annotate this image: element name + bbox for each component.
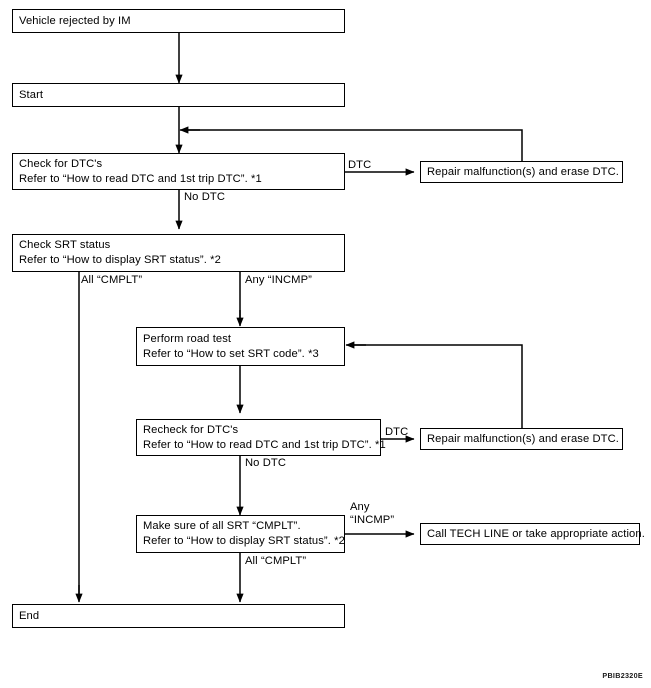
figure-id-code: PBIB2320E <box>602 671 643 680</box>
node-check-srt-status-line1: Check SRT status <box>19 239 111 251</box>
node-check-for-dtc: Check for DTC's Refer to “How to read DT… <box>12 153 345 190</box>
edge-label-all-cmplt-2: All “CMPLT” <box>245 555 307 567</box>
node-end: End <box>12 604 345 628</box>
node-call-tech-line-line1: Call TECH LINE or take appropriate actio… <box>427 527 645 540</box>
node-start-line1: Start <box>19 88 44 101</box>
node-recheck-for-dtc: Recheck for DTC's Refer to “How to read … <box>136 419 386 456</box>
node-vehicle-rejected: Vehicle rejected by IM <box>12 9 345 33</box>
edge-label-no-dtc-2: No DTC <box>245 457 287 469</box>
node-recheck-for-dtc-line1: Recheck for DTC's <box>143 423 239 436</box>
node-perform-road-test: Perform road test Refer to “How to set S… <box>136 327 345 366</box>
connector-repair1-feedback <box>186 129 523 161</box>
node-start: Start <box>12 83 345 107</box>
node-check-for-dtc-line1: Check for DTC's <box>19 157 103 170</box>
node-perform-road-test-line2: Refer to “How to set SRT code”. *3 <box>143 347 319 360</box>
edge-label-dtc-1: DTC <box>348 159 372 171</box>
node-check-srt-status: Check SRT status Refer to “How to displa… <box>12 234 345 272</box>
edge-label-all-cmplt-1: All “CMPLT” <box>81 274 143 286</box>
node-make-sure-srt-cmplt-line2: Refer to “How to display SRT status”. *2 <box>143 535 345 547</box>
edge-label-dtc-2: DTC <box>385 426 409 438</box>
edge-label-no-dtc-1: No DTC <box>184 191 226 203</box>
edge-label-any-incmp-2: Any “INCMP” <box>350 501 394 527</box>
node-recheck-for-dtc-line2: Refer to “How to read DTC and 1st trip D… <box>143 438 386 451</box>
node-make-sure-srt-cmplt: Make sure of all SRT “CMPLT”. Refer to “… <box>136 515 345 553</box>
node-end-line1: End <box>19 609 40 622</box>
edge-label-any-incmp-2-line1: Any <box>350 501 370 513</box>
connector-repair2-feedback <box>352 344 523 428</box>
node-perform-road-test-line1: Perform road test <box>143 332 232 345</box>
node-repair-malfunction-1-line1: Repair malfunction(s) and erase DTC. <box>427 165 619 178</box>
node-check-for-dtc-line2: Refer to “How to read DTC and 1st trip D… <box>19 172 262 185</box>
edge-label-any-incmp-2-line2: “INCMP” <box>350 514 395 526</box>
node-repair-malfunction-1: Repair malfunction(s) and erase DTC. <box>420 161 623 183</box>
node-repair-malfunction-2-line1: Repair malfunction(s) and erase DTC. <box>427 432 619 445</box>
node-make-sure-srt-cmplt-line1: Make sure of all SRT “CMPLT”. <box>143 520 301 532</box>
node-vehicle-rejected-line1: Vehicle rejected by IM <box>19 14 131 27</box>
node-check-srt-status-line2: Refer to “How to display SRT status”. *2 <box>19 254 221 266</box>
edge-label-any-incmp-1: Any “INCMP” <box>245 274 312 286</box>
node-repair-malfunction-2: Repair malfunction(s) and erase DTC. <box>420 428 623 450</box>
node-call-tech-line: Call TECH LINE or take appropriate actio… <box>420 523 645 545</box>
